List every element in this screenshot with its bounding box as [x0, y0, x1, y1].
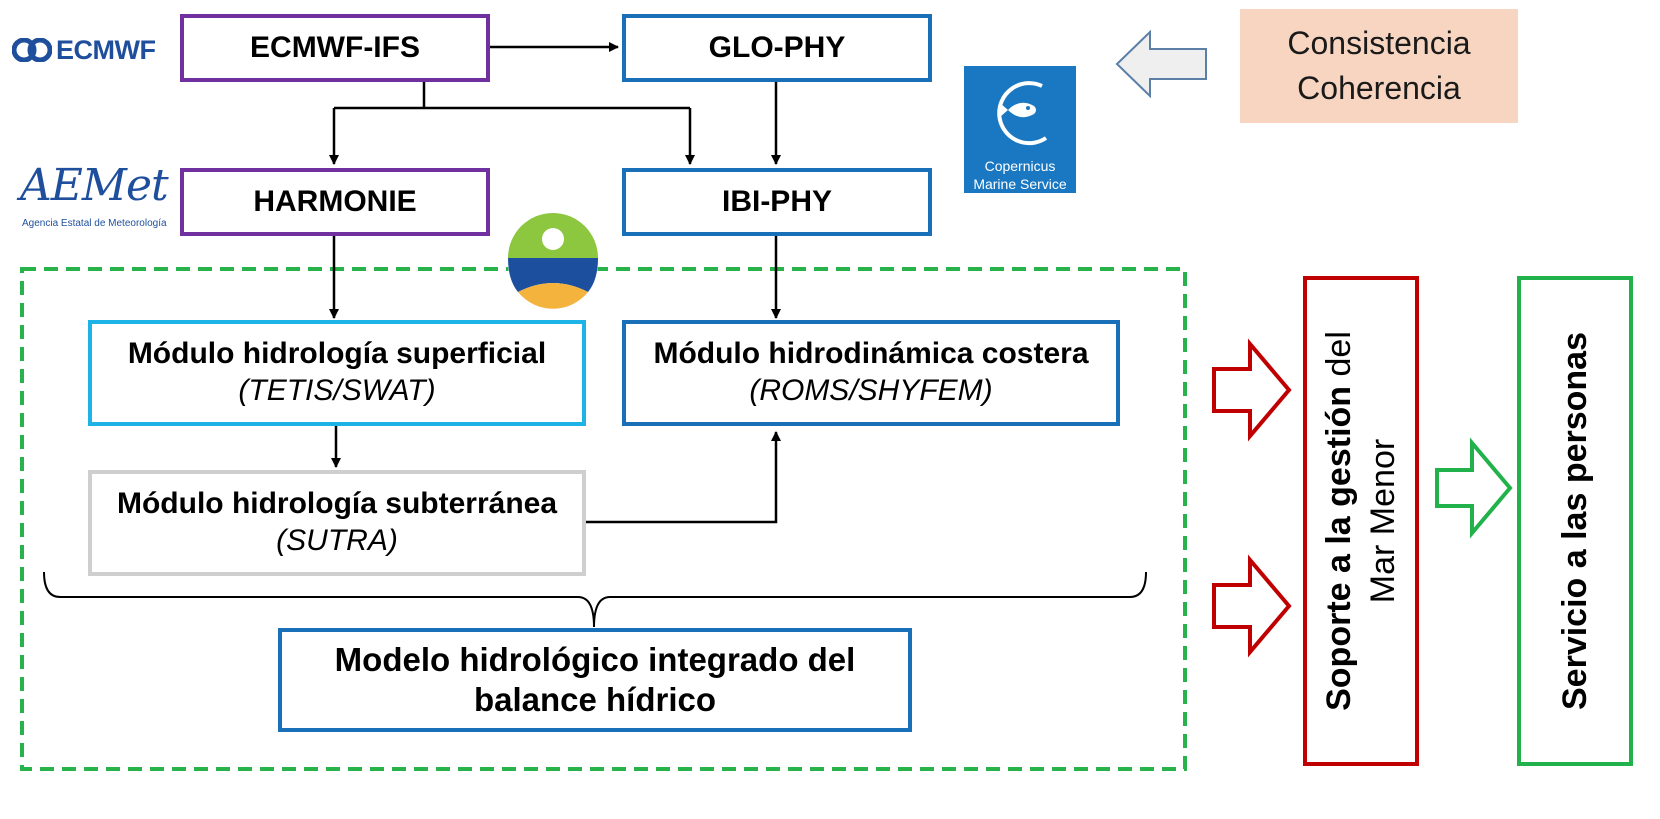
node-ibi-phy: IBI-PHY [622, 168, 932, 236]
arrow-ground-to-coastal [586, 431, 781, 524]
ecmwf-logo-text: ECMWF [56, 34, 156, 65]
node-integrated-model-line1: Modelo hidrológico integrado del [334, 641, 856, 679]
aemet-logo: AEMet Agencia Estatal de Meteorología [20, 160, 180, 235]
copernicus-title: Copernicus [984, 158, 1056, 174]
hollow-arrow-left [1115, 29, 1207, 99]
management-support-bold: Soporte a la gestión [1319, 385, 1358, 711]
red-arrow-top [1212, 338, 1292, 442]
fish-icon [997, 81, 1048, 146]
node-harmonie-label: HARMONIE [253, 185, 417, 218]
copernicus-logo: Copernicus Marine Service [964, 66, 1076, 193]
node-glo-phy: GLO-PHY [622, 14, 932, 82]
connectors [329, 42, 781, 524]
consistency-note-line1: Consistencia [1287, 25, 1471, 62]
management-support-rest: del [1319, 331, 1358, 386]
brace [43, 571, 1147, 628]
management-support-box: Soporte a la gestión del Mar Menor [1303, 276, 1419, 766]
aemet-logo-text: AEMet [20, 160, 169, 211]
node-ecmwf-ifs-label: ECMWF-IFS [250, 31, 420, 64]
people-service-box: Servicio a las personas [1517, 276, 1633, 766]
node-ground-hydrology-title: Módulo hidrología subterránea [116, 487, 558, 521]
node-integrated-model-line2: balance hídrico [473, 681, 717, 718]
node-ground-hydrology: Módulo hidrología subterránea (SUTRA) [88, 470, 586, 576]
red-arrow-bottom [1212, 554, 1292, 658]
node-coastal-hydrodynamics-sub: (ROMS/SHYFEM) [749, 374, 993, 408]
management-support-line2: Mar Menor [1364, 438, 1402, 604]
ecmwf-logo: ECMWF [12, 30, 156, 70]
node-glo-phy-label: GLO-PHY [708, 31, 846, 64]
consistency-note: Consistencia Coherencia [1240, 9, 1518, 123]
node-ibi-phy-label: IBI-PHY [721, 185, 832, 218]
node-ground-hydrology-sub: (SUTRA) [276, 524, 398, 558]
node-integrated-model: Modelo hidrológico integrado del balance… [278, 628, 912, 732]
node-surface-hydrology-sub: (TETIS/SWAT) [238, 374, 436, 408]
aemet-logo-subtitle: Agencia Estatal de Meteorología [22, 218, 167, 229]
node-ecmwf-ifs: ECMWF-IFS [180, 14, 490, 82]
copernicus-subtitle: Marine Service [973, 176, 1067, 192]
management-support-text: Soporte a la gestión del Mar Menor [1317, 331, 1405, 711]
green-arrow [1435, 437, 1513, 539]
node-coastal-hydrodynamics-title: Módulo hidrodinámica costera [653, 337, 1089, 371]
people-service-text: Servicio a las personas [1555, 332, 1594, 710]
node-harmonie: HARMONIE [180, 168, 490, 236]
ecmwf-emblem-icon [12, 38, 52, 62]
lagoon-logo [508, 213, 598, 309]
consistency-note-line2: Coherencia [1297, 70, 1461, 106]
integration-region [20, 267, 1187, 771]
node-surface-hydrology: Módulo hidrología superficial (TETIS/SWA… [88, 320, 586, 426]
node-surface-hydrology-title: Módulo hidrología superficial [127, 337, 547, 371]
node-coastal-hydrodynamics: Módulo hidrodinámica costera (ROMS/SHYFE… [622, 320, 1120, 426]
